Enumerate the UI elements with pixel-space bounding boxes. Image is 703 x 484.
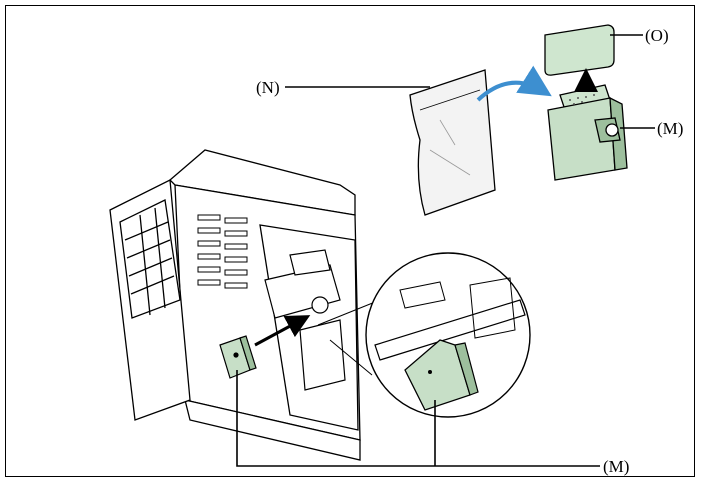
open-door (109, 178, 191, 421)
finisher-mechanism (264, 249, 346, 391)
callout-n: (N) (256, 78, 280, 97)
staple-cartridge (547, 84, 628, 181)
callout-o: (O) (645, 26, 669, 45)
leader-lines (236, 34, 655, 467)
staple-cartridge-lid (544, 24, 615, 76)
figure-frame (5, 5, 695, 477)
staple-cartridge-inserting (219, 335, 257, 379)
curved-arrow-icon (476, 65, 552, 102)
insert-arrow-icon (254, 315, 311, 347)
callout-m-bottom: (M) (603, 457, 630, 476)
zoom-detail-circle (317, 252, 531, 418)
callout-m-top: (M) (657, 119, 684, 138)
packaging-bag (409, 69, 496, 216)
printer-body (169, 149, 361, 461)
vent-grille (197, 214, 248, 289)
